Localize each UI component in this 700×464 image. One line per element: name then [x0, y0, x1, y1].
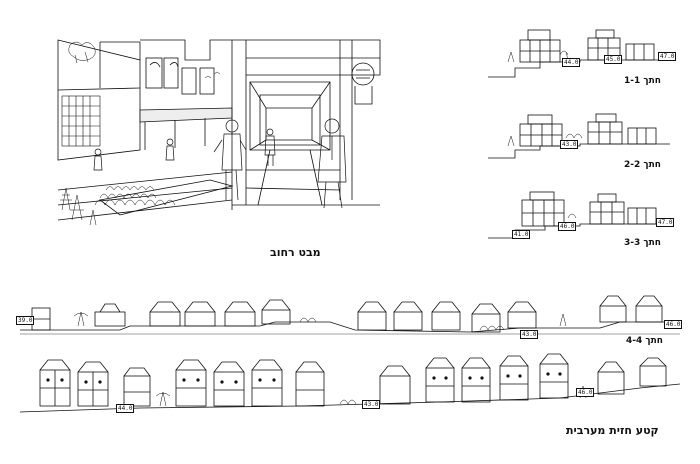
section-3-3	[488, 191, 670, 239]
street-view-perspective	[57, 39, 381, 226]
section-4-4-title: חתך 4-4	[626, 336, 663, 346]
west-facade-title: קטע חזית מערבית	[566, 424, 659, 437]
level-tag: 46.0	[664, 320, 683, 329]
section-4-4	[20, 295, 680, 335]
level-tag: 43.0	[560, 140, 579, 149]
street-view-title: מבט רחוב	[270, 246, 321, 259]
section-1-1-title: חתך 1-1	[624, 76, 661, 86]
level-tag: 41.0	[512, 230, 531, 239]
level-tag: 47.0	[656, 218, 675, 227]
level-tag: 43.0	[362, 400, 381, 409]
level-tag: 46.0	[558, 222, 577, 231]
level-tag: 47.0	[658, 52, 677, 61]
level-tag: 43.0	[520, 330, 539, 339]
level-tag: 45.0	[604, 55, 623, 64]
section-2-2-title: חתך 2-2	[624, 160, 661, 170]
section-1-1	[488, 29, 670, 78]
section-3-3-title: חתך 3-3	[624, 238, 661, 248]
level-tag: 39.0	[16, 316, 35, 325]
west-facade-elevation	[19, 353, 681, 413]
level-tag: 46.0	[576, 388, 595, 397]
level-tag: 44.0	[116, 404, 135, 413]
level-tag: 44.0	[562, 58, 581, 67]
section-2-2	[488, 113, 670, 159]
